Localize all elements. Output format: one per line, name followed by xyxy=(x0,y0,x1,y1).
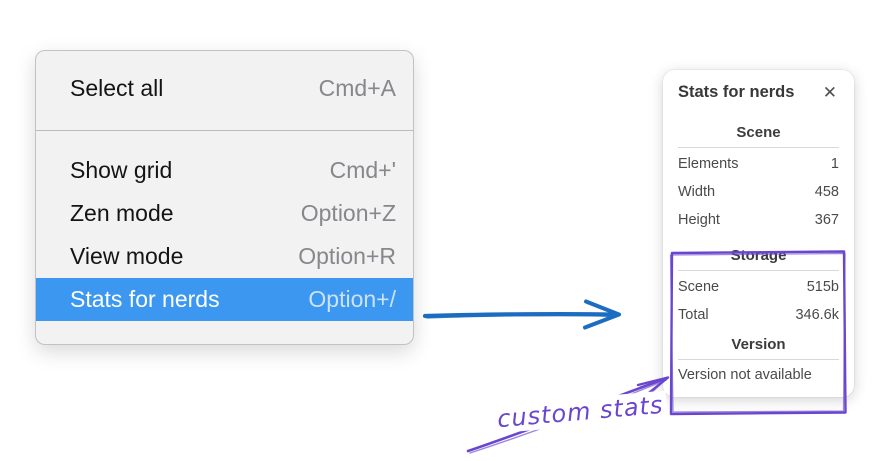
stat-row-elements: Elements 1 xyxy=(678,150,839,178)
section-header: Storage xyxy=(730,247,787,264)
stat-value: 515b xyxy=(806,279,839,295)
stat-label: Scene xyxy=(678,279,720,295)
stat-value: 458 xyxy=(814,184,839,200)
menu-item-shortcut: Option+/ xyxy=(308,286,396,312)
section-header: Version xyxy=(731,336,786,353)
stat-value: 1 xyxy=(830,156,839,172)
menu-item-select-all[interactable]: Select all Cmd+A xyxy=(36,67,413,110)
stat-label: Height xyxy=(678,212,720,228)
stat-value: 346.6k xyxy=(795,307,839,323)
menu-divider xyxy=(36,130,413,131)
context-menu: Select all Cmd+A Show grid Cmd+' Zen mod… xyxy=(35,50,414,345)
menu-item-label: View mode xyxy=(70,243,184,269)
stat-row-width: Width 458 xyxy=(678,178,839,206)
section-scene: Scene Elements 1 Width 458 Height 367 xyxy=(678,124,839,234)
stat-row-height: Height 367 xyxy=(678,206,839,234)
stat-row-total-storage: Total 346.6k xyxy=(678,301,839,329)
menu-item-zen-mode[interactable]: Zen mode Option+Z xyxy=(36,192,413,235)
section-divider xyxy=(678,147,839,148)
section-divider xyxy=(678,359,839,360)
menu-item-shortcut: Cmd+A xyxy=(318,75,396,101)
stat-value: 367 xyxy=(814,212,839,228)
section-header: Scene xyxy=(736,124,781,141)
menu-item-shortcut: Option+R xyxy=(298,243,396,269)
panel-title: Stats for nerds xyxy=(678,83,795,101)
stat-label: Width xyxy=(678,184,716,200)
menu-item-shortcut: Option+Z xyxy=(300,200,396,226)
menu-item-stats-for-nerds[interactable]: Stats for nerds Option+/ xyxy=(36,278,413,321)
section-divider xyxy=(678,270,839,271)
section-version: Version Version not available xyxy=(678,336,839,383)
version-note: Version not available xyxy=(678,367,812,383)
stat-label: Total xyxy=(678,307,709,323)
stats-panel: Stats for nerds ✕ Scene Elements 1 Width… xyxy=(663,70,854,397)
section-storage: Storage Scene 515b Total 346.6k xyxy=(678,247,839,329)
menu-item-view-mode[interactable]: View mode Option+R xyxy=(36,235,413,278)
menu-item-label: Show grid xyxy=(70,157,173,183)
menu-item-show-grid[interactable]: Show grid Cmd+' xyxy=(36,149,413,192)
stat-row-scene-storage: Scene 515b xyxy=(678,273,839,301)
annotation-label: custom stats xyxy=(493,390,668,434)
menu-item-shortcut: Cmd+' xyxy=(329,157,396,183)
arrow-menu-to-panel xyxy=(422,299,621,330)
close-icon[interactable]: ✕ xyxy=(822,83,837,102)
menu-item-label: Stats for nerds xyxy=(70,286,220,312)
menu-item-label: Zen mode xyxy=(70,200,174,226)
stats-panel-header: Stats for nerds ✕ xyxy=(678,83,839,102)
menu-item-label: Select all xyxy=(70,75,164,101)
stat-label: Elements xyxy=(678,156,739,172)
